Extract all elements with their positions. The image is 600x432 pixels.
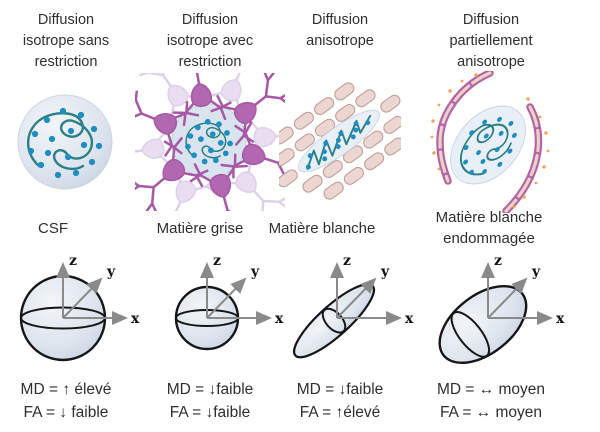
metrics: MD = ↓faible FA = ↑élevé: [297, 372, 384, 424]
axis-y: [206, 277, 247, 319]
tensor-glyph-large-sphere: z y x: [19, 253, 140, 362]
axis-label-x: x: [131, 311, 140, 327]
illustration-wrap: [424, 71, 558, 213]
tensor-glyph-elongated-ellipsoid: z y x: [293, 253, 414, 359]
metrics: MD = ↔ moyen FA = ↔ moyen: [437, 372, 545, 424]
water-ellipse-group: [448, 104, 529, 187]
axis-label-z: z: [69, 253, 77, 269]
glyph-wrap: z y x: [416, 250, 566, 372]
axis-label-x: x: [275, 311, 284, 327]
column-csf: Diffusion isotrope sans restriction CSF …: [0, 0, 140, 432]
column-damaged-white-matter: Diffusion partiellement anisotrope: [400, 0, 582, 432]
tensor-glyph-wide-ellipsoid: z y x: [438, 253, 565, 365]
illustration-wrap: [11, 78, 121, 206]
glyph-wrap: z y x: [265, 250, 415, 372]
column-title: Diffusion isotrope sans restriction: [22, 12, 110, 70]
diffusion-path-and-molecules: [185, 118, 233, 165]
ellipsoid: [293, 283, 376, 359]
tensor-glyph-small-sphere: z y x: [174, 253, 284, 351]
damaged-axons-icon: [430, 71, 550, 213]
axis-label-y: y: [531, 264, 541, 280]
fa-value: FA = ↓faible: [169, 404, 251, 421]
illustration-wrap: [279, 78, 401, 206]
column-title: Diffusion anisotrope: [306, 12, 374, 49]
md-value: MD = ↓faible: [166, 381, 254, 398]
molecules: [305, 120, 371, 170]
metrics: MD = ↑ élevé FA = ↓ faible: [21, 372, 112, 424]
axis-label-z: z: [213, 253, 221, 269]
column-white-matter: Diffusion anisotrope: [269, 0, 414, 432]
column-title: Diffusion partiellement anisotrope: [449, 12, 533, 70]
illustration-wrap: [135, 73, 285, 211]
fa-value: FA = ↔ moyen: [439, 404, 543, 421]
axis-label-z: z: [343, 253, 351, 269]
md-value: MD = ↑ élevé: [20, 381, 112, 398]
glyph-wrap: z y x: [135, 250, 285, 372]
axon-fiber-bundle-icon: [279, 80, 401, 202]
tissue-label: Matière blanche: [268, 219, 376, 237]
axis-label-x: x: [405, 311, 414, 327]
axis-y: [62, 277, 103, 319]
damaged-axon-right: [502, 97, 550, 213]
metrics: MD = ↓faible FA = ↓faible: [167, 372, 254, 424]
ellipsoid: [438, 284, 528, 365]
axis-label-z: z: [494, 253, 502, 269]
neurons-restricted-water-icon: [135, 73, 285, 211]
tissue-label: Matière blanche endommagée: [435, 209, 543, 247]
damaged-axon-left: [430, 71, 494, 185]
axis-y: [336, 277, 377, 319]
glyph-wrap: z y x: [0, 250, 141, 372]
free-water-molecules-icon: [17, 94, 113, 190]
axis-label-y: y: [250, 264, 260, 280]
md-value: MD = ↔ moyen: [436, 381, 546, 398]
axis-label-x: x: [556, 311, 565, 327]
fa-value: FA = ↑élevé: [299, 404, 381, 421]
column-title: Diffusion isotrope avec restriction: [166, 12, 254, 70]
axis-label-y: y: [380, 264, 390, 280]
md-value: MD = ↓faible: [296, 381, 384, 398]
diffusion-path: [306, 114, 372, 170]
axis-y: [487, 277, 528, 319]
tissue-label: CSF: [38, 219, 68, 237]
axis-label-y: y: [106, 264, 116, 280]
fa-value: FA = ↓ faible: [23, 404, 109, 421]
column-gray-matter: Diffusion isotrope avec restriction: [132, 0, 288, 432]
tissue-label: Matière grise: [156, 219, 244, 237]
